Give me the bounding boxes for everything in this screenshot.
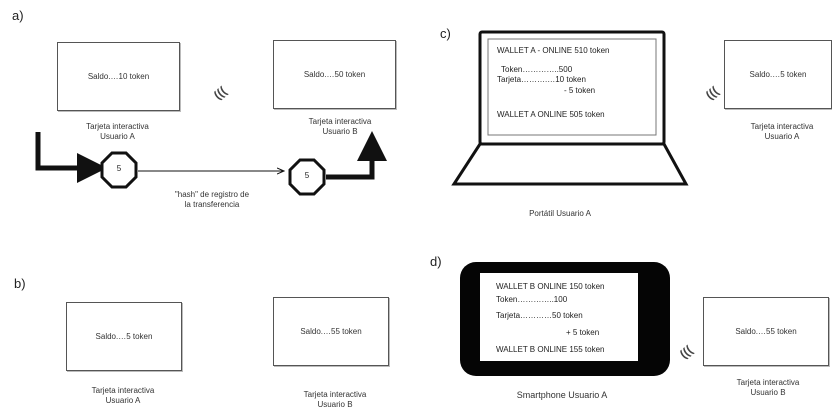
panel-c-label: c) xyxy=(440,26,451,41)
caption-line: la transferencia xyxy=(184,200,240,209)
card-balance-text: Saldo.…55 token xyxy=(735,327,797,336)
nfc-icon: ((( xyxy=(702,83,722,103)
thick-arrow-right xyxy=(326,131,387,180)
laptop-screen-line-3: Tarjeta……….…10 token xyxy=(497,75,586,84)
caption-line: Usuario B xyxy=(750,388,786,397)
caption-line: Tarjeta interactiva xyxy=(91,386,155,395)
phone-screen-line-3: Tarjeta…………50 token xyxy=(496,311,583,320)
node-right-label: 5 xyxy=(304,171,310,180)
card-balance-text: Saldo.…50 token xyxy=(303,70,366,79)
phone-screen-line-4: + 5 token xyxy=(566,328,600,337)
panel-a-card-user-a: Saldo.…10 token xyxy=(57,42,180,111)
panel-c-card-user-a: Saldo.…5 token xyxy=(724,40,832,109)
smartphone-screen xyxy=(480,273,638,361)
smartphone-caption: Smartphone Usuario A xyxy=(516,390,608,400)
caption-line: Usuario A xyxy=(105,396,141,405)
nfc-icon: ((( xyxy=(676,342,696,362)
phone-screen-line-2: Token…………..100 xyxy=(496,295,568,304)
panel-d-card-caption: Tarjeta interactiva Usuario B xyxy=(718,378,818,398)
laptop-screen-line-2: Token…………..500 xyxy=(501,65,573,74)
panel-b-card-a-caption: Tarjeta interactiva Usuario A xyxy=(66,386,180,406)
laptop-base xyxy=(451,142,689,186)
caption-line: Tarjeta interactiva xyxy=(308,117,372,126)
laptop-device xyxy=(451,30,689,186)
caption-line: Usuario A xyxy=(764,132,800,141)
caption-line: Usuario B xyxy=(317,400,353,409)
panel-d-card-user-b: Saldo.…55 token xyxy=(703,297,829,366)
card-balance-text: Saldo.…55 token xyxy=(300,327,362,336)
phone-screen-line-1: WALLET B ONLINE 150 token xyxy=(496,282,605,291)
thick-arrow-left xyxy=(35,132,107,183)
caption-line: Tarjeta interactiva xyxy=(303,390,367,399)
caption-line: Tarjeta interactiva xyxy=(86,122,149,131)
panel-a-card-user-b: Saldo.…50 token xyxy=(273,40,396,109)
panel-b-label: b) xyxy=(14,276,26,291)
panel-b-card-user-a: Saldo.…5 token xyxy=(66,302,182,371)
caption-line: Usuario B xyxy=(322,127,358,136)
node-left-label: 5 xyxy=(116,164,122,173)
card-balance-text: Saldo.…10 token xyxy=(87,72,150,81)
laptop-screen-line-5: WALLET A ONLINE 505 token xyxy=(497,110,605,119)
panel-c-card-caption: Tarjeta interactiva Usuario A xyxy=(732,122,832,142)
hash-caption: "hash" de registro de la transferencia xyxy=(152,190,272,210)
panel-b-card-b-caption: Tarjeta interactiva Usuario B xyxy=(280,390,390,410)
laptop-screen-line-1: WALLET A - ONLINE 510 token xyxy=(497,46,610,55)
node-octagon-left xyxy=(100,151,138,189)
caption-line: Tarjeta interactiva xyxy=(736,378,800,387)
laptop-screen-line-4: - 5 token xyxy=(564,86,596,95)
panel-a-transfer-diagram xyxy=(35,131,387,196)
panel-a-card-a-caption: Tarjeta interactiva Usuario A xyxy=(57,122,178,142)
panel-a-card-b-caption: Tarjeta interactiva Usuario B xyxy=(290,117,390,137)
node-octagon-right xyxy=(288,158,326,196)
panel-d-label: d) xyxy=(430,254,442,269)
panel-a-label: a) xyxy=(12,8,24,23)
card-balance-text: Saldo.…5 token xyxy=(749,70,807,79)
laptop-screen-inner xyxy=(487,38,657,136)
phone-screen-line-5: WALLET B ONLINE 155 token xyxy=(496,345,605,354)
laptop-caption: Portátil Usuario A xyxy=(529,209,591,218)
caption-line: Usuario A xyxy=(100,132,135,141)
panel-b-card-user-b: Saldo.…55 token xyxy=(273,297,389,366)
card-balance-text: Saldo.…5 token xyxy=(95,332,153,341)
caption-line: "hash" de registro de xyxy=(174,190,250,199)
caption-line: Tarjeta interactiva xyxy=(750,122,814,131)
